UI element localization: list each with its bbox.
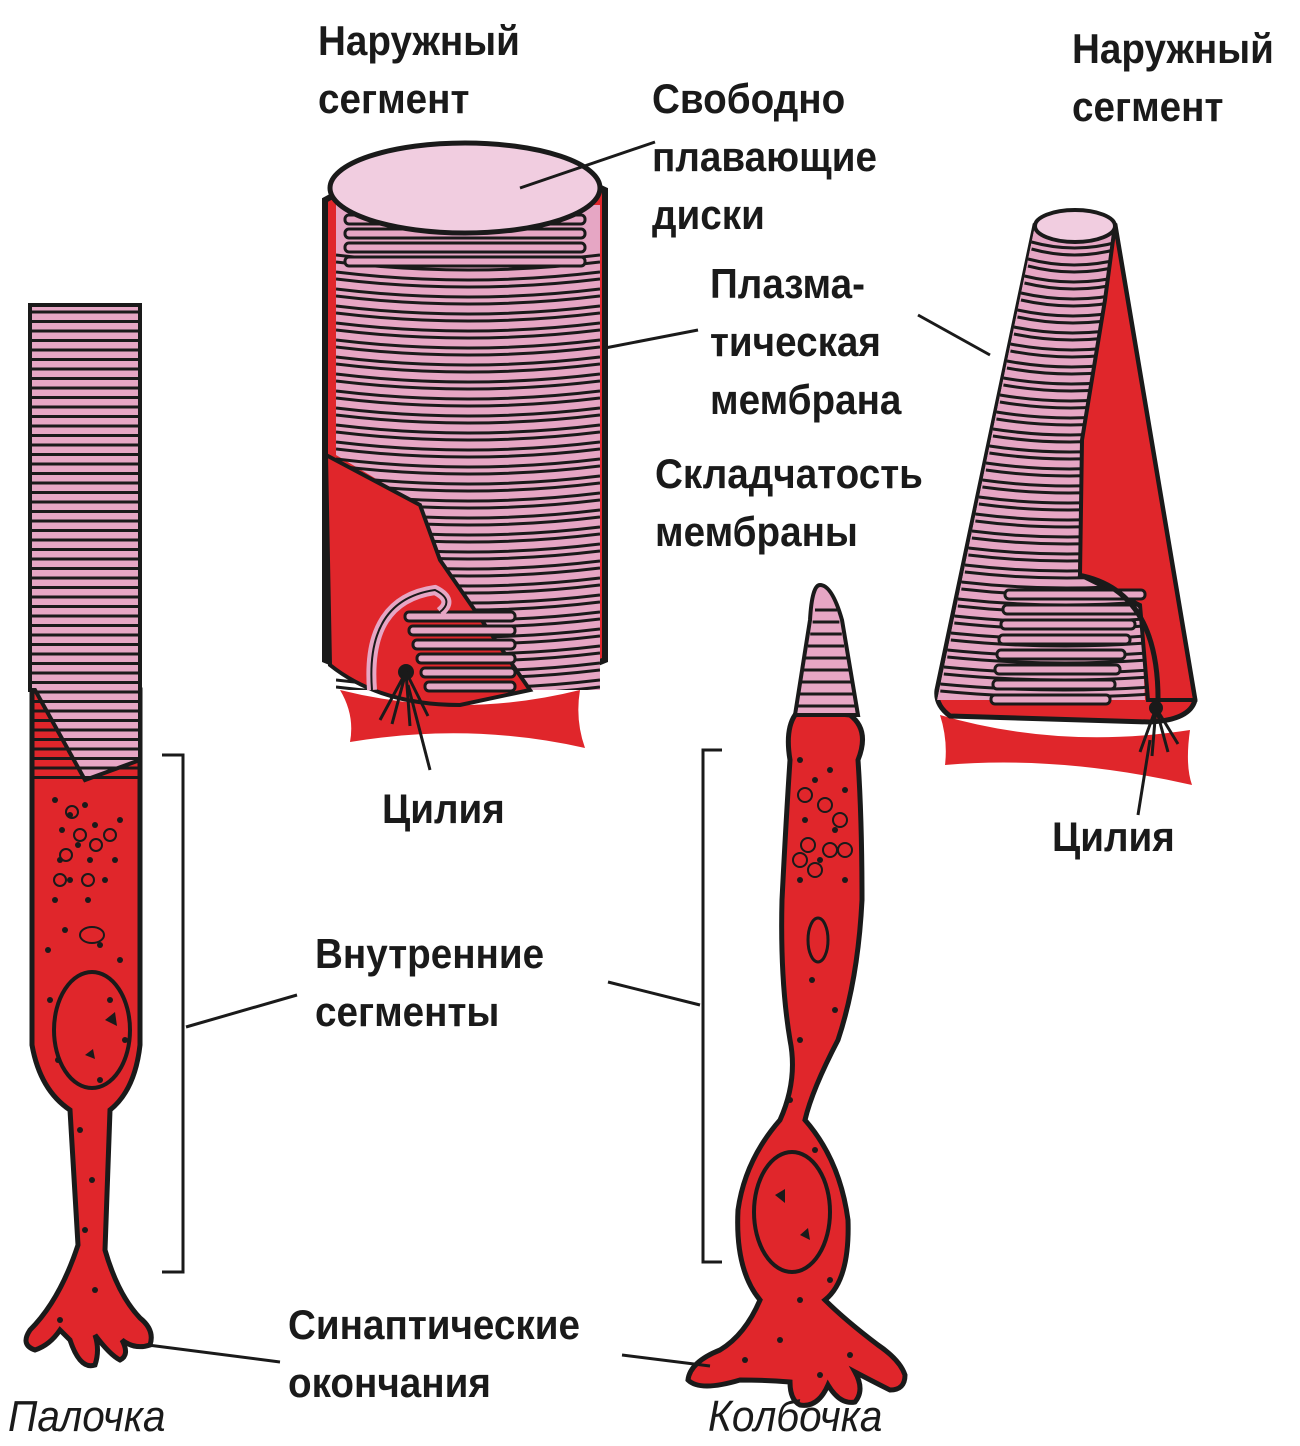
cone-outer-detail [937, 210, 1195, 785]
cone-inner-segment [688, 709, 905, 1405]
cone-inner-bracket [703, 750, 722, 1262]
cone-cell [688, 585, 905, 1405]
rod-nucleus [54, 972, 130, 1088]
rod-outer-detail [325, 143, 605, 748]
caption-cone: Колбочка [708, 1388, 882, 1446]
rod-inner-bracket [162, 755, 183, 1272]
caption-rod: Палочка [8, 1388, 165, 1446]
rod-cell [26, 305, 151, 1366]
cone-nucleus [754, 1152, 830, 1272]
label-cilium-cone: Цилия [1052, 808, 1175, 866]
label-cilium-rod: Цилия [382, 780, 505, 838]
